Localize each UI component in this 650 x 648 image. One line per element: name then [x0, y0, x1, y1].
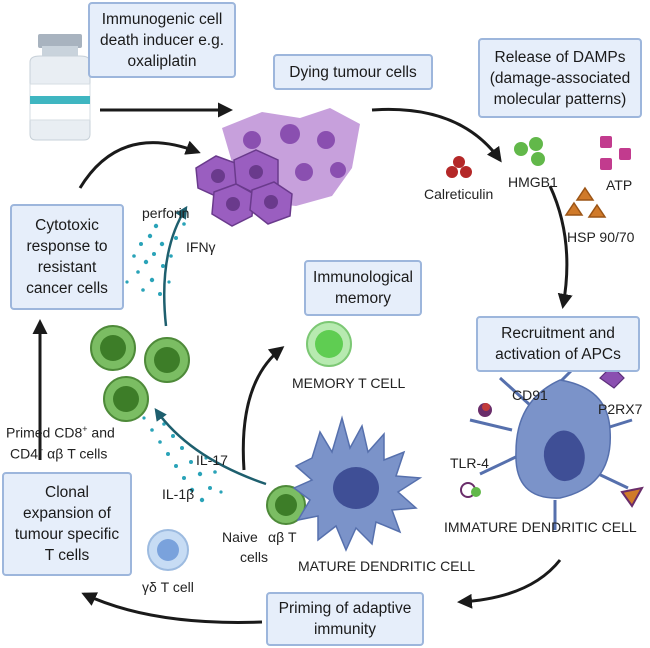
gamma-delta-t-cell-icon	[147, 529, 189, 571]
recruitment-line: activation of APCs	[495, 346, 621, 363]
p2rx7-label: P2RX7	[598, 401, 643, 417]
icd-inducer-line: death inducer e.g.	[99, 31, 225, 49]
atp-icon	[600, 136, 631, 170]
cytokine-dots-upper	[125, 222, 186, 296]
atp-label: ATP	[606, 177, 633, 193]
memory-t-cell-label: MEMORY T CELL	[292, 375, 406, 391]
memory-t-cell-icon	[306, 321, 352, 367]
il1b-label: IL-1β	[162, 486, 195, 502]
mature-dc-label: MATURE DENDRITIC CELL	[298, 558, 476, 574]
primed-text: CD4	[10, 445, 39, 462]
damps-box: Release of DAMPs (damage-associated mole…	[478, 38, 642, 118]
perforin-label: perforin	[142, 205, 190, 221]
gamma-delta-t-cell-label: γδ T cell	[142, 579, 194, 595]
primed-sup: +	[82, 424, 88, 434]
cytotoxic-line: cancer cells	[26, 280, 108, 297]
hsp-icon	[564, 186, 607, 218]
cytotoxic-line: Cytotoxic	[35, 217, 99, 234]
primed-cells-label-line2: CD4+ αβ T cells	[10, 441, 107, 463]
primed-tail: and	[87, 424, 115, 441]
clonal-expansion-box: Clonal expansion of tumour specific T ce…	[2, 472, 132, 576]
hsp-label: HSP 90/70	[567, 229, 635, 245]
naive-label: Naive	[222, 529, 258, 545]
immature-dendritic-cell-icon	[460, 365, 644, 530]
dying-tumour-cells-label: Dying tumour cells	[289, 63, 417, 81]
icd-inducer-box: Immunogenic cell death inducer e.g. oxal…	[88, 2, 236, 78]
cytokine-arrows	[154, 205, 267, 486]
immunological-memory-box: Immunological memory	[304, 260, 422, 316]
immuno-memory-line: memory	[335, 290, 391, 307]
calreticulin-label: Calreticulin	[424, 186, 494, 202]
damps-line: Release of DAMPs	[494, 48, 626, 66]
cytokine-dots-lower	[142, 416, 223, 503]
ab-t-label: αβ T	[268, 529, 297, 545]
clonal-line: T cells	[44, 547, 90, 564]
primed-t-cells-icon	[90, 325, 190, 422]
primed-sup: +	[38, 445, 44, 455]
calreticulin-icon	[446, 156, 472, 178]
cells-label: cells	[240, 549, 269, 565]
hmgb1-icon	[514, 137, 545, 166]
cytotoxic-line: response to	[26, 238, 108, 255]
clonal-line: Clonal	[45, 484, 89, 501]
priming-box: Priming of adaptive immunity	[266, 592, 424, 646]
dying-tumour-cells-box: Dying tumour cells	[273, 54, 433, 90]
clonal-line: expansion of	[23, 505, 111, 522]
priming-line: immunity	[313, 621, 376, 638]
recruitment-line: Recruitment and	[501, 325, 615, 342]
cd91-label: CD91	[512, 387, 548, 403]
dying-tumour-cells-icon	[195, 108, 360, 227]
primed-text: Primed CD8	[6, 424, 83, 441]
icd-inducer-line: oxaliplatin	[127, 52, 197, 70]
primed-tail: αβ T cells	[43, 445, 108, 462]
il17-label: IL-17	[196, 452, 228, 468]
damps-line: (damage-associated	[489, 69, 631, 87]
naive-t-cell-icon	[266, 485, 306, 525]
hmgb1-label: HMGB1	[508, 174, 558, 190]
tlr4-label: TLR-4	[450, 455, 489, 471]
damps-line: molecular patterns)	[493, 90, 627, 108]
priming-line: Priming of adaptive	[278, 600, 412, 617]
ifn-gamma-label: IFNγ	[186, 239, 216, 255]
clonal-line: tumour specific	[14, 526, 120, 543]
cytotoxic-line: resistant	[37, 259, 97, 276]
immuno-memory-line: Immunological	[313, 269, 413, 286]
primed-cells-label-line1: Primed CD8+ and	[6, 420, 115, 442]
icd-inducer-line: Immunogenic cell	[101, 10, 223, 28]
drug-vial-icon	[29, 34, 91, 141]
cytotoxic-response-box: Cytotoxic response to resistant cancer c…	[10, 204, 124, 310]
immature-dc-label: IMMATURE DENDRITIC CELL	[444, 519, 637, 535]
recruitment-box: Recruitment and activation of APCs	[476, 316, 640, 372]
mature-dendritic-cell-icon	[292, 415, 423, 552]
cycle-arrows	[32, 102, 573, 624]
